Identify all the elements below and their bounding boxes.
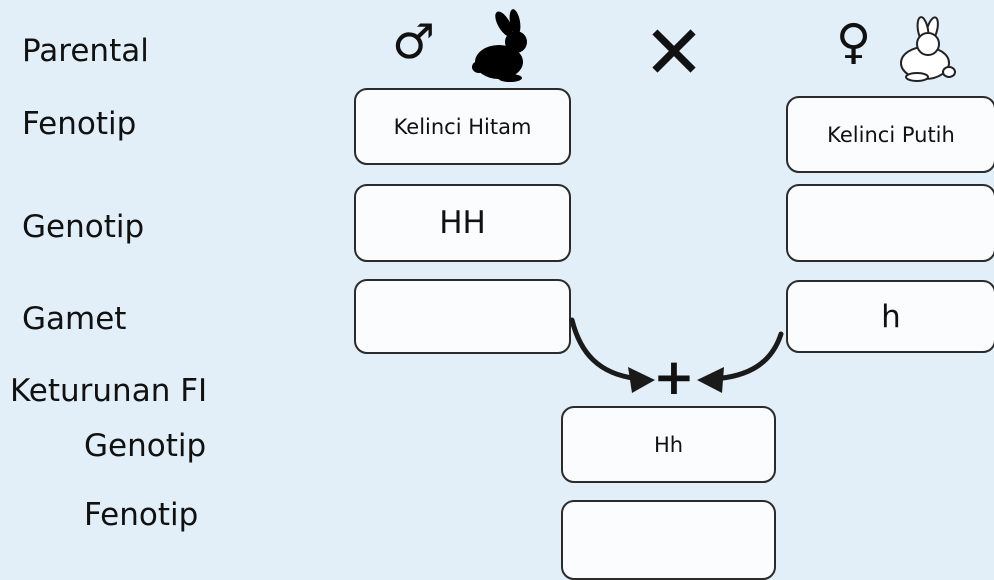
right-arrow <box>709 331 784 382</box>
f1-genotip-box: Hh <box>561 406 776 483</box>
fenotip-label: Fenotip <box>22 106 137 142</box>
male-fenotip-box: Kelinci Hitam <box>354 88 571 165</box>
male-genotip-box: HH <box>354 184 571 262</box>
f1-genotip-label: Genotip <box>84 428 207 464</box>
female-symbol: ♀ <box>836 14 872 70</box>
female-genotip-box <box>786 184 994 262</box>
female-gamet-box: h <box>786 280 994 353</box>
male-symbol: ♂ <box>392 14 436 70</box>
plus-icon: + <box>653 348 695 406</box>
keturunan-f1-label: Keturunan FI <box>10 373 208 409</box>
f1-fenotip-box <box>561 500 776 580</box>
male-gamet-box <box>354 279 571 354</box>
f1-fenotip-label: Fenotip <box>84 497 199 533</box>
female-fenotip-box: Kelinci Putih <box>786 96 994 173</box>
parental-label: Parental <box>22 33 149 69</box>
left-arrow <box>569 317 643 382</box>
cross-icon: ✕ <box>643 10 706 96</box>
genotip-label: Genotip <box>22 209 145 245</box>
right-arrow-head <box>697 367 724 393</box>
left-arrow-head <box>628 367 655 393</box>
gamet-label: Gamet <box>22 301 127 337</box>
